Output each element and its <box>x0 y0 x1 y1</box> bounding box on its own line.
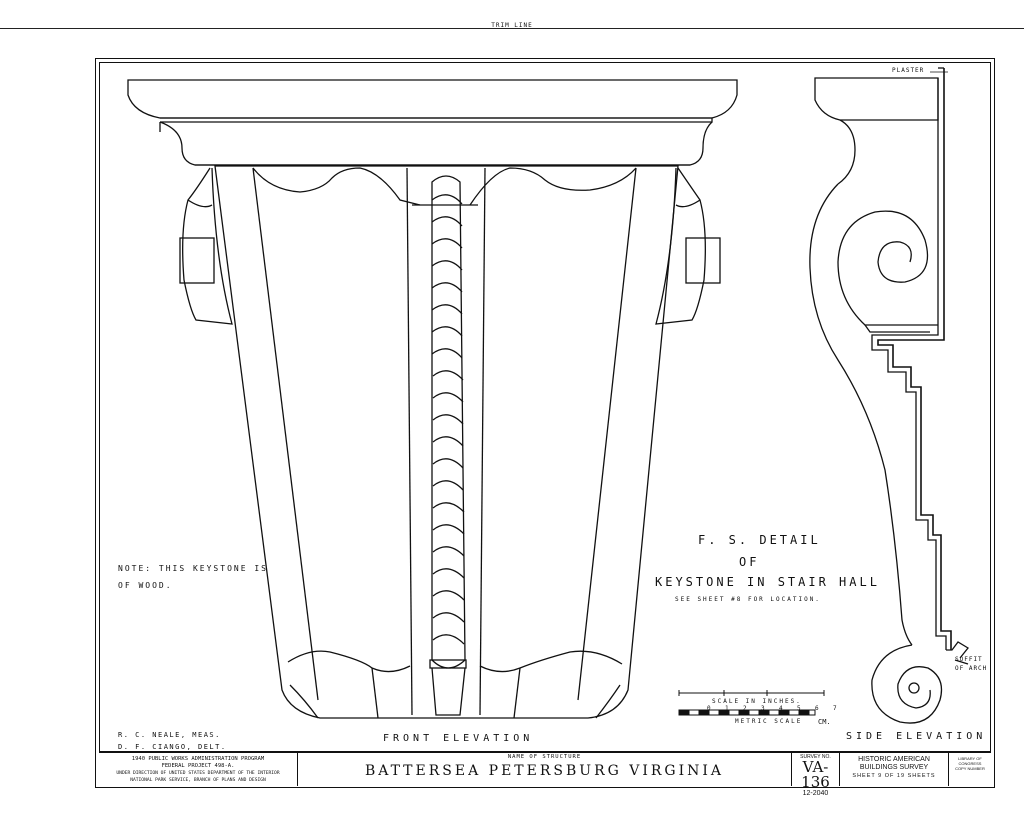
detail-title-line1: F. S. DETAIL <box>698 533 821 547</box>
habs-line2: BUILDINGS SURVEY <box>859 764 929 771</box>
title-block: 1940 PUBLIC WORKS ADMINISTRATION PROGRAM… <box>99 752 991 797</box>
structure-name-label: NAME OF STRUCTURE <box>507 754 582 760</box>
rope-molding <box>429 175 467 716</box>
scale-tick-4: 4 <box>779 705 783 712</box>
credits-text: R. C. NEALE, MEAS. D. F. CIANGO, DELT. <box>118 729 227 753</box>
detail-title-line4: SEE SHEET #8 FOR LOCATION. <box>675 596 821 603</box>
scale-cm-label: CM. <box>818 718 831 726</box>
scale-tick-2: 2 <box>743 705 747 712</box>
credits-line2: D. F. CIANGO, DELT. <box>118 743 227 751</box>
detail-title-line2: OF <box>739 555 760 569</box>
scale-tick-1: 1 <box>725 705 729 712</box>
sheet-border <box>95 58 995 788</box>
location-line1: LIBRARY OF CONGRESS <box>958 756 982 766</box>
structure-name-cell: NAME OF STRUCTURE BATTERSEA PETERSBURG V… <box>298 753 792 786</box>
location-line2: COPY NUMBER <box>955 766 985 771</box>
scale-tick-0: 0 <box>707 705 711 712</box>
note-text: NOTE: THIS KEYSTONE IS OF WOOD. <box>118 560 268 594</box>
right-scroll <box>655 167 706 325</box>
note-line1: NOTE: THIS KEYSTONE IS <box>118 564 268 573</box>
trim-line-label: TRIM LINE <box>491 22 533 29</box>
scale-tick-5: 5 <box>797 705 801 712</box>
side-elevation-label: SIDE ELEVATION <box>846 731 987 742</box>
plaster-label: PLASTER <box>892 67 925 74</box>
project-line1: 1940 PUBLIC WORKS ADMINISTRATION PROGRAM <box>131 756 265 762</box>
project-line3: UNDER DIRECTION OF UNITED STATES DEPARTM… <box>116 771 280 776</box>
survey-label: SURVEY NO. <box>800 754 831 760</box>
front-elevation-label: FRONT ELEVATION <box>383 733 534 744</box>
scale-tick-6: 6 <box>815 705 819 712</box>
side-elevation-drawing <box>809 67 969 724</box>
project-line2: FEDERAL PROJECT 498-A. <box>161 763 235 769</box>
sheet-number: SHEET 9 OF 19 SHEETS <box>852 773 936 779</box>
scale-inches-label: SCALE IN INCHES. <box>712 698 802 705</box>
front-elevation-drawing <box>127 79 738 719</box>
keystone-cap <box>127 79 738 119</box>
structure-name-value: BATTERSEA PETERSBURG VIRGINIA <box>364 763 725 779</box>
habs-cell: HISTORIC AMERICAN BUILDINGS SURVEY SHEET… <box>840 753 949 786</box>
location-cell: LIBRARY OF CONGRESS COPY NUMBER <box>949 753 991 786</box>
scale-bars <box>678 690 825 716</box>
trim-line <box>0 28 1024 29</box>
keystone-body <box>214 165 679 719</box>
survey-number: VA-136 <box>801 758 830 791</box>
side-cap <box>814 77 939 121</box>
habs-line1: HISTORIC AMERICAN <box>858 756 930 763</box>
detail-title-line3: KEYSTONE IN STAIR HALL <box>655 575 880 589</box>
project-info: 1940 PUBLIC WORKS ADMINISTRATION PROGRAM… <box>99 753 298 786</box>
sheet-inner-border <box>99 62 991 752</box>
soffit-line2: OF ARCH <box>955 665 988 672</box>
note-line2: OF WOOD. <box>118 581 173 590</box>
side-back-profile <box>871 78 947 650</box>
survey-sub: 12-2040 <box>802 790 829 797</box>
soffit-line1: SOFFIT <box>955 656 983 663</box>
scale-tick-7: 7 <box>833 705 837 712</box>
scale-metric-label: METRIC SCALE <box>735 718 803 725</box>
project-line4: NATIONAL PARK SERVICE, BRANCH OF PLANS A… <box>130 778 266 783</box>
scale-tick-3: 3 <box>761 705 765 712</box>
left-scroll <box>182 167 233 325</box>
credits-line1: R. C. NEALE, MEAS. <box>118 731 221 739</box>
survey-cell: SURVEY NO. VA-136 12-2040 <box>792 753 840 797</box>
soffit-label: SOFFIT OF ARCH <box>955 655 987 673</box>
